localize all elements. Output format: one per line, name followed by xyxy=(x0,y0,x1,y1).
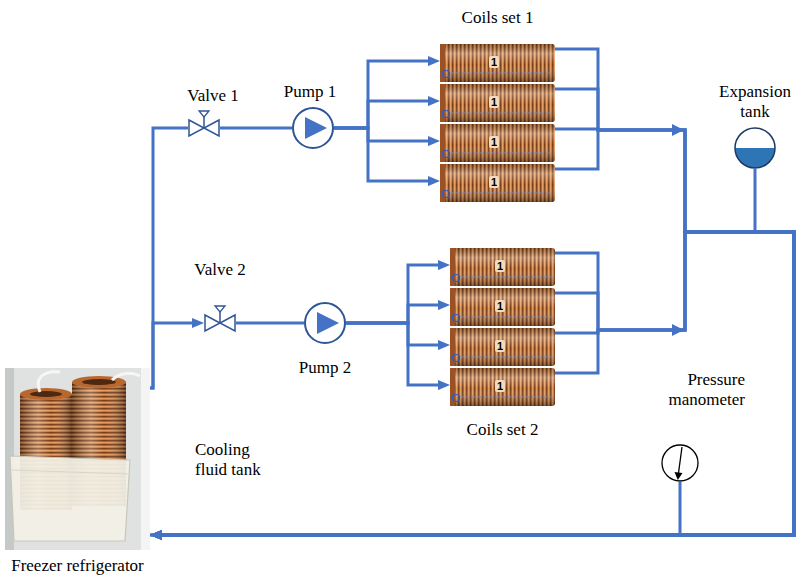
pump-symbol: Pump 1 xyxy=(292,107,334,149)
pipe-connector xyxy=(156,232,794,535)
pipe-connector xyxy=(346,305,444,323)
copper-coil: 1 xyxy=(440,164,555,202)
copper-coil: 1 xyxy=(450,288,555,326)
coil-top xyxy=(20,388,72,400)
coil-hole xyxy=(82,379,116,385)
node-label: Valve 1 xyxy=(173,86,253,106)
node-label: Coils set 1 xyxy=(420,8,575,28)
merge-arrowhead xyxy=(672,324,684,336)
pipe-connector xyxy=(150,482,680,535)
node-label: Freezer refrigerator xyxy=(0,556,160,576)
pipe-connector xyxy=(346,323,444,385)
merge-arrowhead xyxy=(672,124,684,136)
pump-symbol-shape xyxy=(292,107,334,149)
tank-rim xyxy=(12,470,128,474)
hose xyxy=(112,373,140,380)
pipe-connector xyxy=(156,232,794,535)
coil-set: Coils set 11111 xyxy=(440,44,555,202)
freezer-box: Freezer refrigerator xyxy=(5,368,150,550)
pipe-connector xyxy=(156,129,794,535)
pump-symbol-shape xyxy=(304,302,346,344)
freezer-box-shape xyxy=(5,368,150,550)
coil-hole xyxy=(30,391,62,397)
copper-coil: 1 xyxy=(450,328,555,366)
expansion-tank-shape xyxy=(734,127,776,169)
valve-symbol: Valve 2 xyxy=(204,305,236,333)
copper-coil: 1 xyxy=(450,248,555,286)
valve-symbol-shape xyxy=(188,110,220,138)
callout-number: 1 xyxy=(489,96,499,108)
callout-number: 1 xyxy=(489,176,499,188)
pipe-connector xyxy=(334,61,434,128)
valve-symbol-shape xyxy=(204,305,236,333)
pipe-connector xyxy=(236,322,304,325)
tank-body xyxy=(10,456,130,541)
pump-symbol: Pump 2 xyxy=(304,302,346,344)
pressure-gauge: Pressure manometer xyxy=(661,444,699,482)
copper-coil: 1 xyxy=(450,368,555,406)
expansion-tank: Expansion tank xyxy=(734,127,776,169)
valve-symbol: Valve 1 xyxy=(188,110,220,138)
pipe-connector xyxy=(334,128,434,141)
node-label: Pump 2 xyxy=(285,358,365,378)
freezer-interior xyxy=(5,368,150,550)
pipe-connector xyxy=(150,128,188,388)
pipe-connector xyxy=(220,127,292,130)
node-label: Coils set 2 xyxy=(425,420,580,440)
callout-number: 1 xyxy=(495,380,505,392)
freezer-wall xyxy=(141,368,150,550)
pressure-gauge-shape xyxy=(661,444,699,482)
coil-top xyxy=(72,376,126,388)
pipe-connector xyxy=(150,169,794,535)
callout-number: 1 xyxy=(489,56,499,68)
copper-coil: 1 xyxy=(440,44,555,82)
pipe-connector xyxy=(156,232,794,535)
connector-layer xyxy=(150,49,794,535)
callout-number: 1 xyxy=(489,136,499,148)
copper-coil: 1 xyxy=(440,124,555,162)
pipe-connector xyxy=(346,323,444,345)
node-label: Valve 2 xyxy=(180,260,260,280)
pipe-connector xyxy=(346,265,444,323)
part-label: Cooling fluid tank xyxy=(195,440,270,479)
copper-coil: 1 xyxy=(440,84,555,122)
freezer-photo xyxy=(5,368,150,550)
callout-number: 1 xyxy=(495,260,505,272)
pipe-connector xyxy=(156,130,794,535)
node-label: Expansion tank xyxy=(715,82,795,121)
pipe-connector xyxy=(150,323,198,388)
pipe-connector xyxy=(156,49,794,535)
pipe-connector xyxy=(156,89,794,535)
pipe-connector xyxy=(156,232,794,535)
callout-number: 1 xyxy=(495,340,505,352)
hose xyxy=(38,372,60,392)
node-label: Pressure manometer xyxy=(650,370,745,409)
coil-set: Coils set 21111 xyxy=(450,248,555,406)
pipe-connector xyxy=(334,128,434,181)
pipe-connector xyxy=(334,101,434,128)
callout-number: 1 xyxy=(495,300,505,312)
node-label: Pump 1 xyxy=(270,82,350,102)
